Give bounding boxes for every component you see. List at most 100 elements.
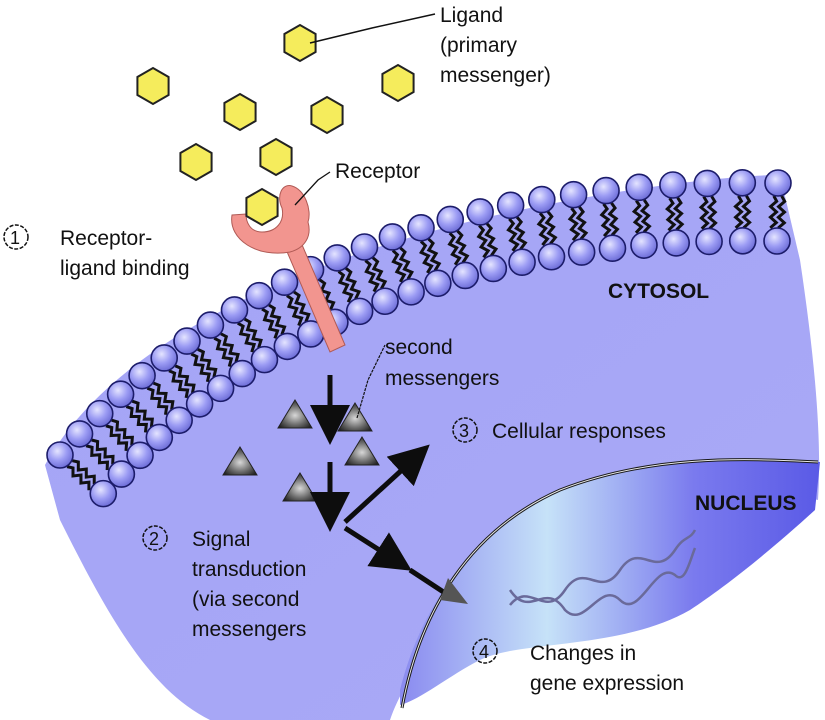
phospholipid-head-outer xyxy=(528,185,556,214)
phospholipid-head-inner xyxy=(695,227,723,256)
second-messengers-leader-line xyxy=(356,344,386,419)
step-text-line: (via second xyxy=(192,588,299,611)
phospholipid-head-outer xyxy=(728,169,757,197)
phospholipid-head-outer xyxy=(220,296,249,324)
phospholipid-head-outer xyxy=(128,361,156,390)
second-messengers-label-1: second xyxy=(385,336,453,359)
step-text-line: messengers xyxy=(192,618,306,641)
phospholipid-head-inner xyxy=(371,287,399,316)
ligand-hexagon-icon xyxy=(136,66,170,106)
step-text-line: transduction xyxy=(192,558,306,581)
second-messenger-triangle-icon xyxy=(344,436,380,466)
lipid-tail xyxy=(419,237,442,274)
lipid-tail xyxy=(105,418,134,451)
phospholipid-head-inner xyxy=(126,441,154,470)
signal-arrows xyxy=(310,375,447,596)
phospholipid-head-outer xyxy=(436,205,465,234)
cytosol-label: CYTOSOL xyxy=(608,280,709,303)
phospholipid-head-inner xyxy=(145,423,174,452)
lipid-tail xyxy=(631,199,652,234)
phospholipid-head-inner xyxy=(567,238,596,266)
phospholipid-head-inner xyxy=(273,332,302,361)
lipid-tail xyxy=(768,195,787,230)
phospholipid-head-inner xyxy=(107,460,136,488)
phospholipid-head-inner xyxy=(728,227,757,255)
step-text-line: Receptor- xyxy=(60,227,152,250)
phospholipid-head-inner xyxy=(451,261,480,290)
phospholipid-head-inner xyxy=(89,479,118,508)
step-number: 1 xyxy=(10,228,20,248)
receptor-leader-line xyxy=(294,171,331,206)
lipid-tail xyxy=(261,303,287,339)
ligand-hexagon-icon xyxy=(259,137,293,177)
nucleus-label: NUCLEUS xyxy=(695,492,797,515)
phospholipid-head-outer xyxy=(350,233,379,261)
phospholipid-head-outer xyxy=(378,223,407,251)
lipid-tail xyxy=(476,222,499,259)
lipid-tail xyxy=(66,459,96,491)
phospholipid-head-inner xyxy=(508,248,536,277)
lipid-tail xyxy=(391,246,414,283)
lipid-tail xyxy=(85,438,115,471)
phospholipid-head-inner xyxy=(185,390,214,418)
second-messenger-triangle-icon xyxy=(222,446,258,476)
ligand-label: Ligand xyxy=(440,4,503,27)
lipid-tail xyxy=(125,399,154,433)
step-text-line: Changes in xyxy=(530,642,636,665)
lipid-tail xyxy=(337,267,362,303)
phospholipid-head-inner xyxy=(424,269,452,298)
ligand-sublabel-2: messenger) xyxy=(440,64,551,87)
lipid-tail xyxy=(698,195,718,230)
phospholipid-head-outer xyxy=(764,169,792,197)
lipid-tail xyxy=(146,381,175,415)
phospholipid-head-outer xyxy=(196,311,225,339)
ligand-leader-line xyxy=(309,13,436,44)
phospholipid-head-inner xyxy=(479,254,508,283)
phospholipid-head-outer xyxy=(173,327,201,355)
ligand-sublabel-1: (primary xyxy=(440,34,517,57)
phospholipid-head-inner xyxy=(397,278,425,306)
step-marker-icon xyxy=(142,525,168,551)
phospholipid-bilayer xyxy=(46,169,792,508)
step-text-line: ligand binding xyxy=(60,257,190,280)
phospholipid-head-inner xyxy=(228,359,257,388)
ligand-hexagon-icon xyxy=(179,142,213,182)
ligand-hexagon-icon xyxy=(245,187,279,227)
receptor-label: Receptor xyxy=(335,160,420,183)
step-number: 2 xyxy=(149,529,159,549)
lipid-tail xyxy=(213,332,240,367)
ligand-hexagon-icon xyxy=(310,95,344,135)
step-2: 2 Signal transduction (via second messen… xyxy=(142,525,306,641)
lipid-tail xyxy=(364,256,388,293)
phospholipid-head-outer xyxy=(323,244,352,272)
dna-icon xyxy=(508,529,697,617)
phospholipid-head-inner xyxy=(630,231,658,259)
step-text-line: Cellular responses xyxy=(492,420,666,443)
phospholipid-head-outer xyxy=(559,180,588,209)
lipid-tail xyxy=(190,348,218,383)
step-text-line: Signal xyxy=(192,528,250,551)
step-1: 1 Receptor- ligand binding xyxy=(3,224,190,280)
lipid-tail xyxy=(665,196,685,232)
phospholipid-head-outer xyxy=(693,169,722,198)
lipid-tail xyxy=(733,195,752,229)
phospholipid-head-inner xyxy=(206,374,235,403)
phospholipid-head-inner xyxy=(537,242,566,271)
lipid-tail xyxy=(168,364,196,399)
phospholipid-head-inner xyxy=(598,234,627,263)
ligand-hexagon-icon xyxy=(283,23,317,63)
step-text-line: gene expression xyxy=(530,672,684,695)
second-messengers-label-2: messengers xyxy=(385,367,499,390)
phospholipid-head-inner xyxy=(763,227,791,255)
phospholipid-head-inner xyxy=(345,297,374,326)
step-4: 4 Changes in gene expression xyxy=(472,638,684,695)
step-3: 3 Cellular responses xyxy=(452,417,666,443)
step-marker-icon xyxy=(452,417,478,443)
phospholipid-head-outer xyxy=(466,198,494,226)
phospholipid-head-inner xyxy=(165,406,193,435)
phospholipid-head-outer xyxy=(625,173,653,202)
phospholipid-head-outer xyxy=(496,191,525,220)
phospholipid-head-outer xyxy=(659,171,687,199)
phospholipid-head-inner xyxy=(662,229,691,257)
arrow-to-nucleus-1 xyxy=(343,525,412,571)
